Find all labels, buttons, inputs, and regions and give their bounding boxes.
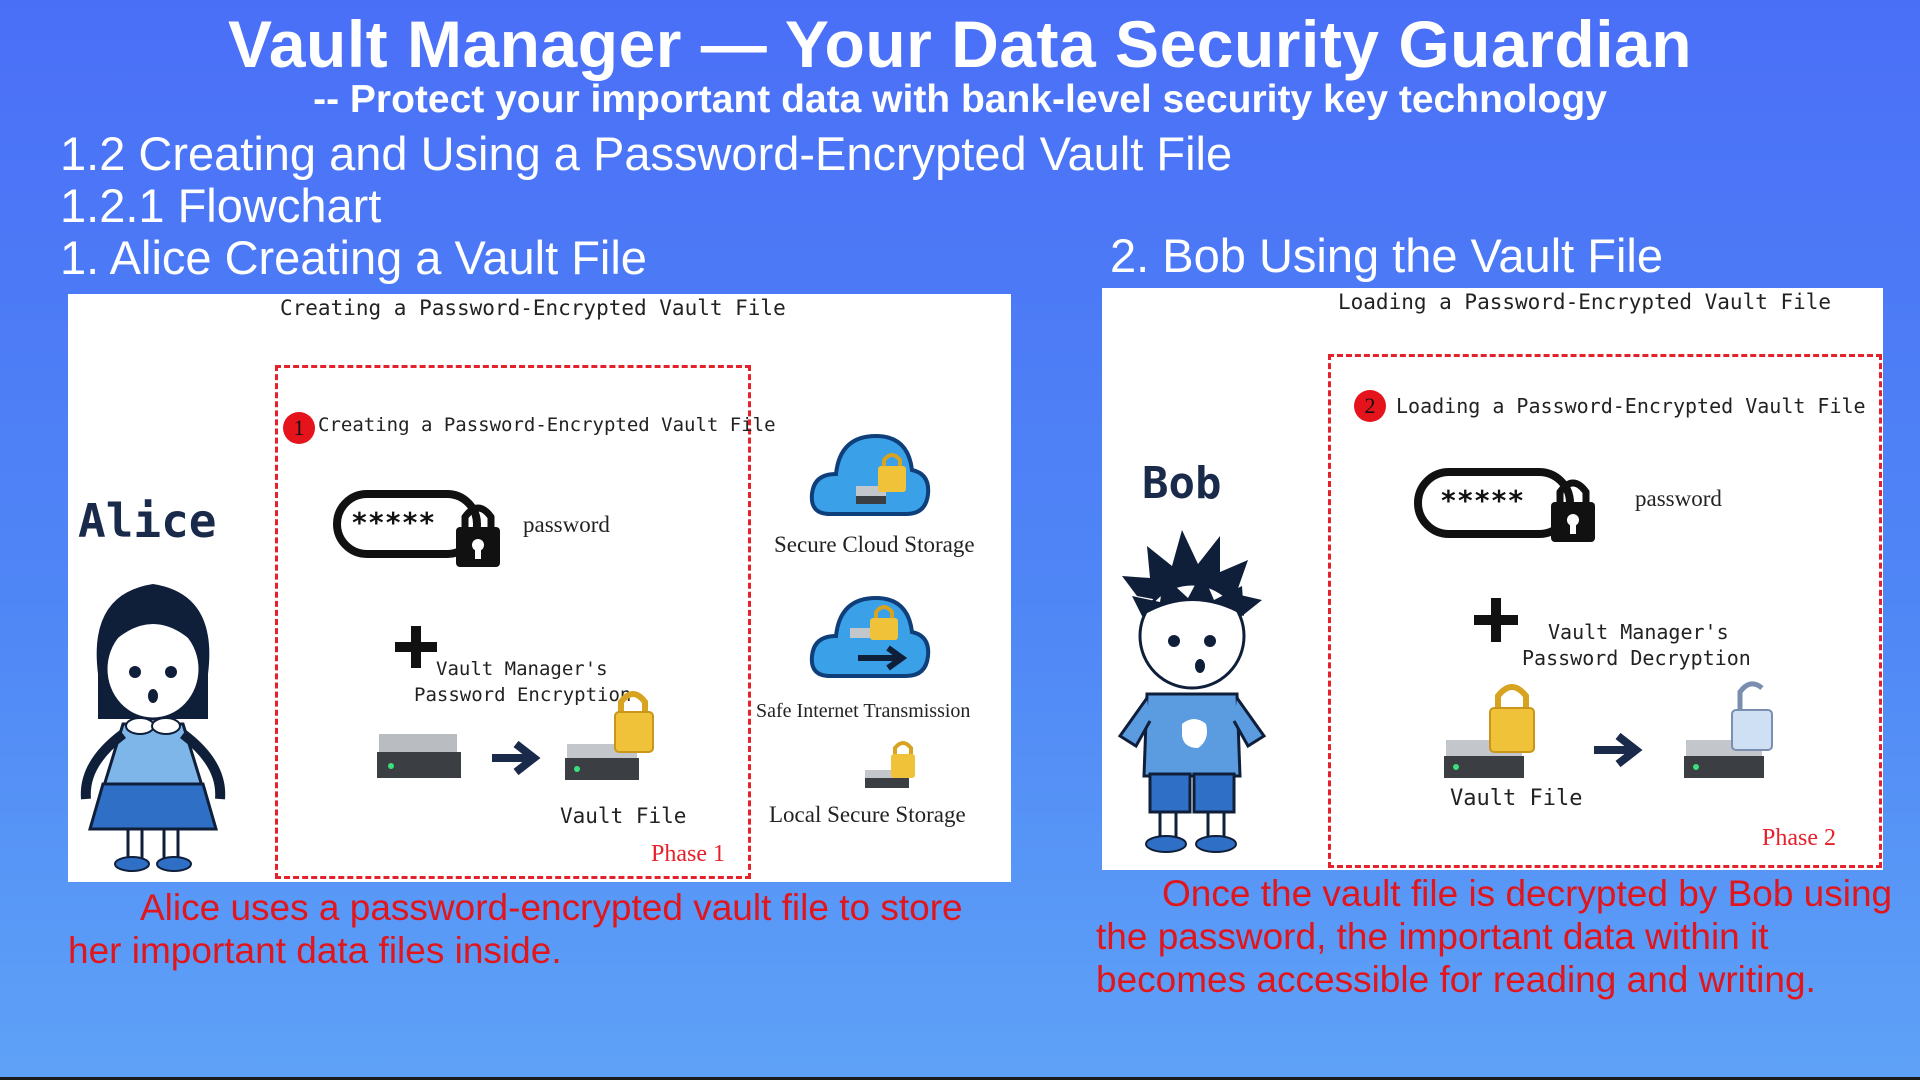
subsection-heading: 1.2.1 Flowchart — [60, 179, 382, 232]
alice-encryption-line1: Vault Manager's — [436, 658, 608, 680]
locked-drive-icon — [865, 741, 915, 788]
storage-local-label: Local Secure Storage — [769, 802, 966, 827]
bob-step-title: Loading a Password-Encrypted Vault File — [1396, 394, 1866, 418]
bob-panel-title: Loading a Password-Encrypted Vault File — [1338, 290, 1832, 314]
bob-password-label: password — [1635, 486, 1722, 511]
bob-vault-file-label: Vault File — [1450, 786, 1583, 811]
alice-flowchart-panel: Creating a Password-Encrypted Vault File… — [68, 294, 1011, 882]
alice-caption: Alice uses a password-encrypted vault fi… — [68, 887, 963, 971]
cloud-lock-icon — [809, 433, 931, 516]
alice-vault-file-label: Vault File — [560, 804, 687, 828]
page-subtitle: -- Protect your important data with bank… — [313, 78, 1607, 121]
bob-decryption-line2: Password Decryption — [1522, 646, 1751, 670]
unlocked-drive-icon — [1684, 681, 1773, 778]
step-1-badge: 1 — [283, 412, 315, 444]
bob-flowchart-panel: Loading a Password-Encrypted Vault File … — [1102, 288, 1883, 870]
padlock-icon — [1551, 479, 1595, 542]
hard-drive-icon — [377, 734, 461, 778]
padlock-icon — [456, 504, 500, 567]
plus-icon — [1474, 598, 1518, 642]
phase-1-boundary — [275, 365, 751, 879]
bob-character-illustration — [1117, 530, 1267, 853]
locked-drive-icon — [565, 691, 654, 780]
alice-name: Alice — [78, 494, 217, 548]
alice-password-label: password — [523, 512, 610, 537]
locked-drive-icon — [1444, 684, 1535, 778]
section-heading: 1.2 Creating and Using a Password-Encryp… — [60, 127, 1233, 180]
bob-password-mask: ***** — [1440, 484, 1525, 517]
phase-1-label: Phase 1 — [651, 841, 725, 867]
bob-name: Bob — [1142, 458, 1222, 509]
alice-heading: 1. Alice Creating a Vault File — [60, 231, 647, 284]
cloud-transfer-icon — [809, 595, 931, 678]
bob-caption: Once the vault file is decrypted by Bob … — [1096, 873, 1893, 1000]
alice-encryption-line2: Password Encryption — [414, 684, 632, 706]
alice-character-illustration — [80, 584, 226, 872]
alice-panel-title: Creating a Password-Encrypted Vault File — [280, 296, 786, 320]
page-title: Vault Manager — Your Data Security Guard… — [227, 7, 1693, 81]
step-2-badge: 2 — [1354, 390, 1386, 422]
bob-heading: 2. Bob Using the Vault File — [1110, 229, 1663, 282]
phase-2-boundary — [1328, 354, 1882, 868]
storage-cloud-label: Secure Cloud Storage — [774, 532, 975, 557]
alice-step-title: Creating a Password-Encrypted Vault File — [318, 414, 776, 436]
storage-transmission-label: Safe Internet Transmission — [756, 700, 971, 722]
bob-decryption-line1: Vault Manager's — [1548, 620, 1729, 644]
bottom-divider — [0, 1077, 1920, 1080]
arrow-right-icon — [492, 740, 541, 776]
alice-password-mask: ***** — [351, 506, 436, 539]
arrow-right-icon — [1594, 732, 1643, 768]
plus-icon — [395, 626, 437, 668]
phase-2-label: Phase 2 — [1762, 825, 1836, 851]
password-field-icon — [333, 490, 481, 558]
